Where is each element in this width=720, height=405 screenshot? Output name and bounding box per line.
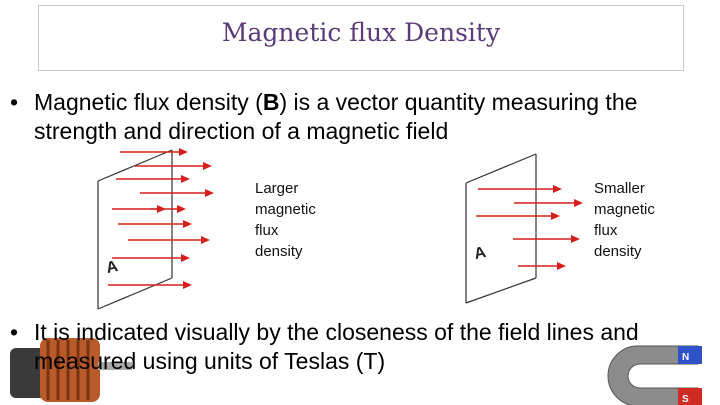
field-line-arrow bbox=[476, 212, 560, 220]
svg-text:S: S bbox=[682, 394, 689, 405]
surface-plane-right bbox=[466, 154, 536, 303]
field-line-arrow bbox=[513, 235, 580, 243]
caption-smaller-line-1: Smaller bbox=[594, 178, 684, 199]
bullet-dot: • bbox=[10, 318, 34, 376]
field-line-arrow bbox=[478, 185, 562, 193]
caption-smaller: Smaller magnetic flux density bbox=[594, 178, 684, 262]
caption-smaller-line-4: density bbox=[594, 241, 684, 262]
field-lines-right bbox=[476, 185, 583, 270]
caption-smaller-line-2: magnetic bbox=[594, 199, 684, 220]
caption-smaller-line-3: flux bbox=[594, 220, 684, 241]
bullet-2-text: It is indicated visually by the closenes… bbox=[34, 318, 715, 376]
field-line-arrow bbox=[514, 199, 583, 207]
surface-label-right: A bbox=[473, 244, 488, 263]
bullet-2: • It is indicated visually by the closen… bbox=[10, 318, 715, 376]
field-line-arrow bbox=[518, 262, 566, 270]
